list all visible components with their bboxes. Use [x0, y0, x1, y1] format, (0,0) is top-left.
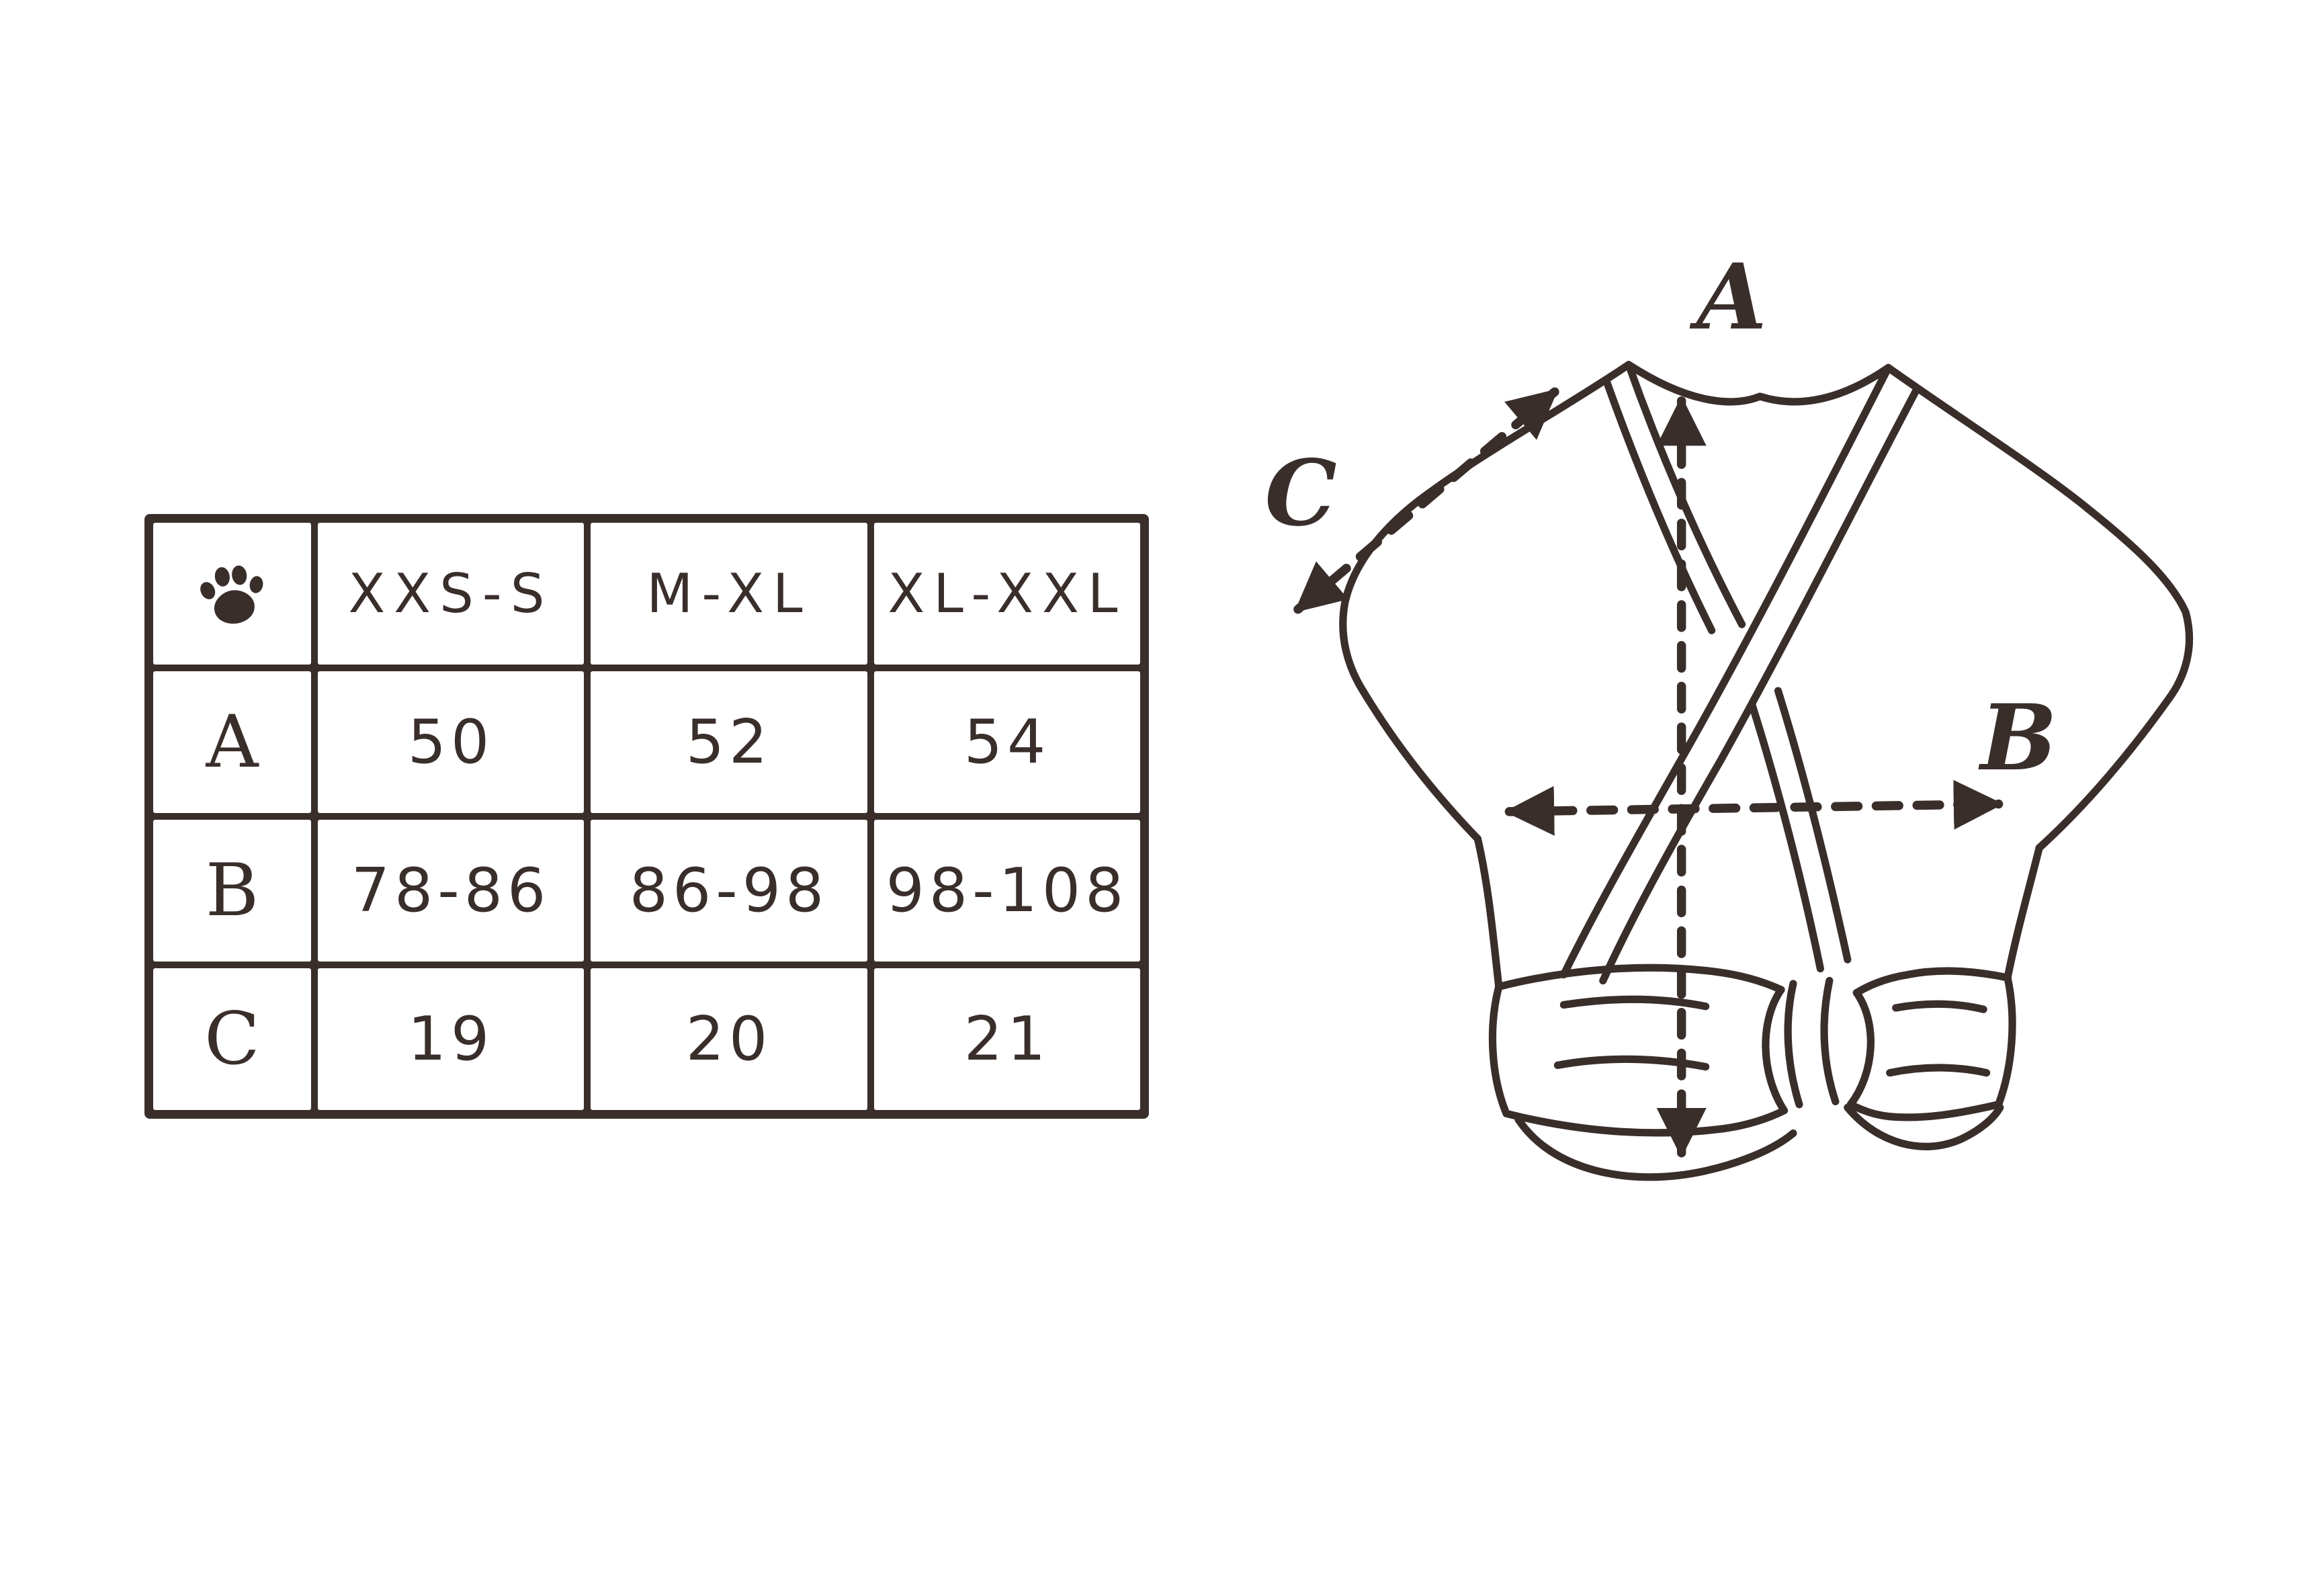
garment-measurement-diagram: A B C — [1262, 243, 2288, 1246]
row-label: C — [153, 968, 311, 1110]
measurement-arrows — [1293, 387, 2004, 1158]
table-value: 54 — [873, 671, 1140, 813]
measure-arrow-c — [1293, 387, 1559, 614]
table-value: 21 — [873, 968, 1140, 1110]
table-value: 78-86 — [318, 820, 585, 962]
table-value: 52 — [591, 671, 867, 813]
table-corner-cell — [153, 523, 311, 665]
measure-label-a: A — [1689, 250, 1767, 350]
table-value: 19 — [318, 968, 585, 1110]
measure-arrow-b — [1504, 779, 2004, 836]
column-header: M-XL — [591, 523, 867, 665]
row-label: B — [153, 820, 311, 962]
measure-label-b: B — [1978, 684, 2057, 791]
table-value: 50 — [318, 671, 585, 813]
measure-label-c: C — [1265, 439, 1337, 546]
table-value: 86-98 — [591, 820, 867, 962]
garment-outline — [1339, 361, 2194, 1181]
size-table: XXS-S M-XL XL-XXL A 50 52 54 B 78-86 86-… — [144, 514, 1149, 1119]
wrap-top-illustration: A B C — [1265, 243, 2194, 1181]
measurement-labels: A B C — [1265, 243, 2057, 791]
table-value: 98-108 — [873, 820, 1140, 962]
column-header: XXS-S — [318, 523, 585, 665]
column-header: XL-XXL — [873, 523, 1140, 665]
paw-icon — [200, 565, 263, 624]
row-label: A — [153, 671, 311, 813]
table-value: 20 — [591, 968, 867, 1110]
